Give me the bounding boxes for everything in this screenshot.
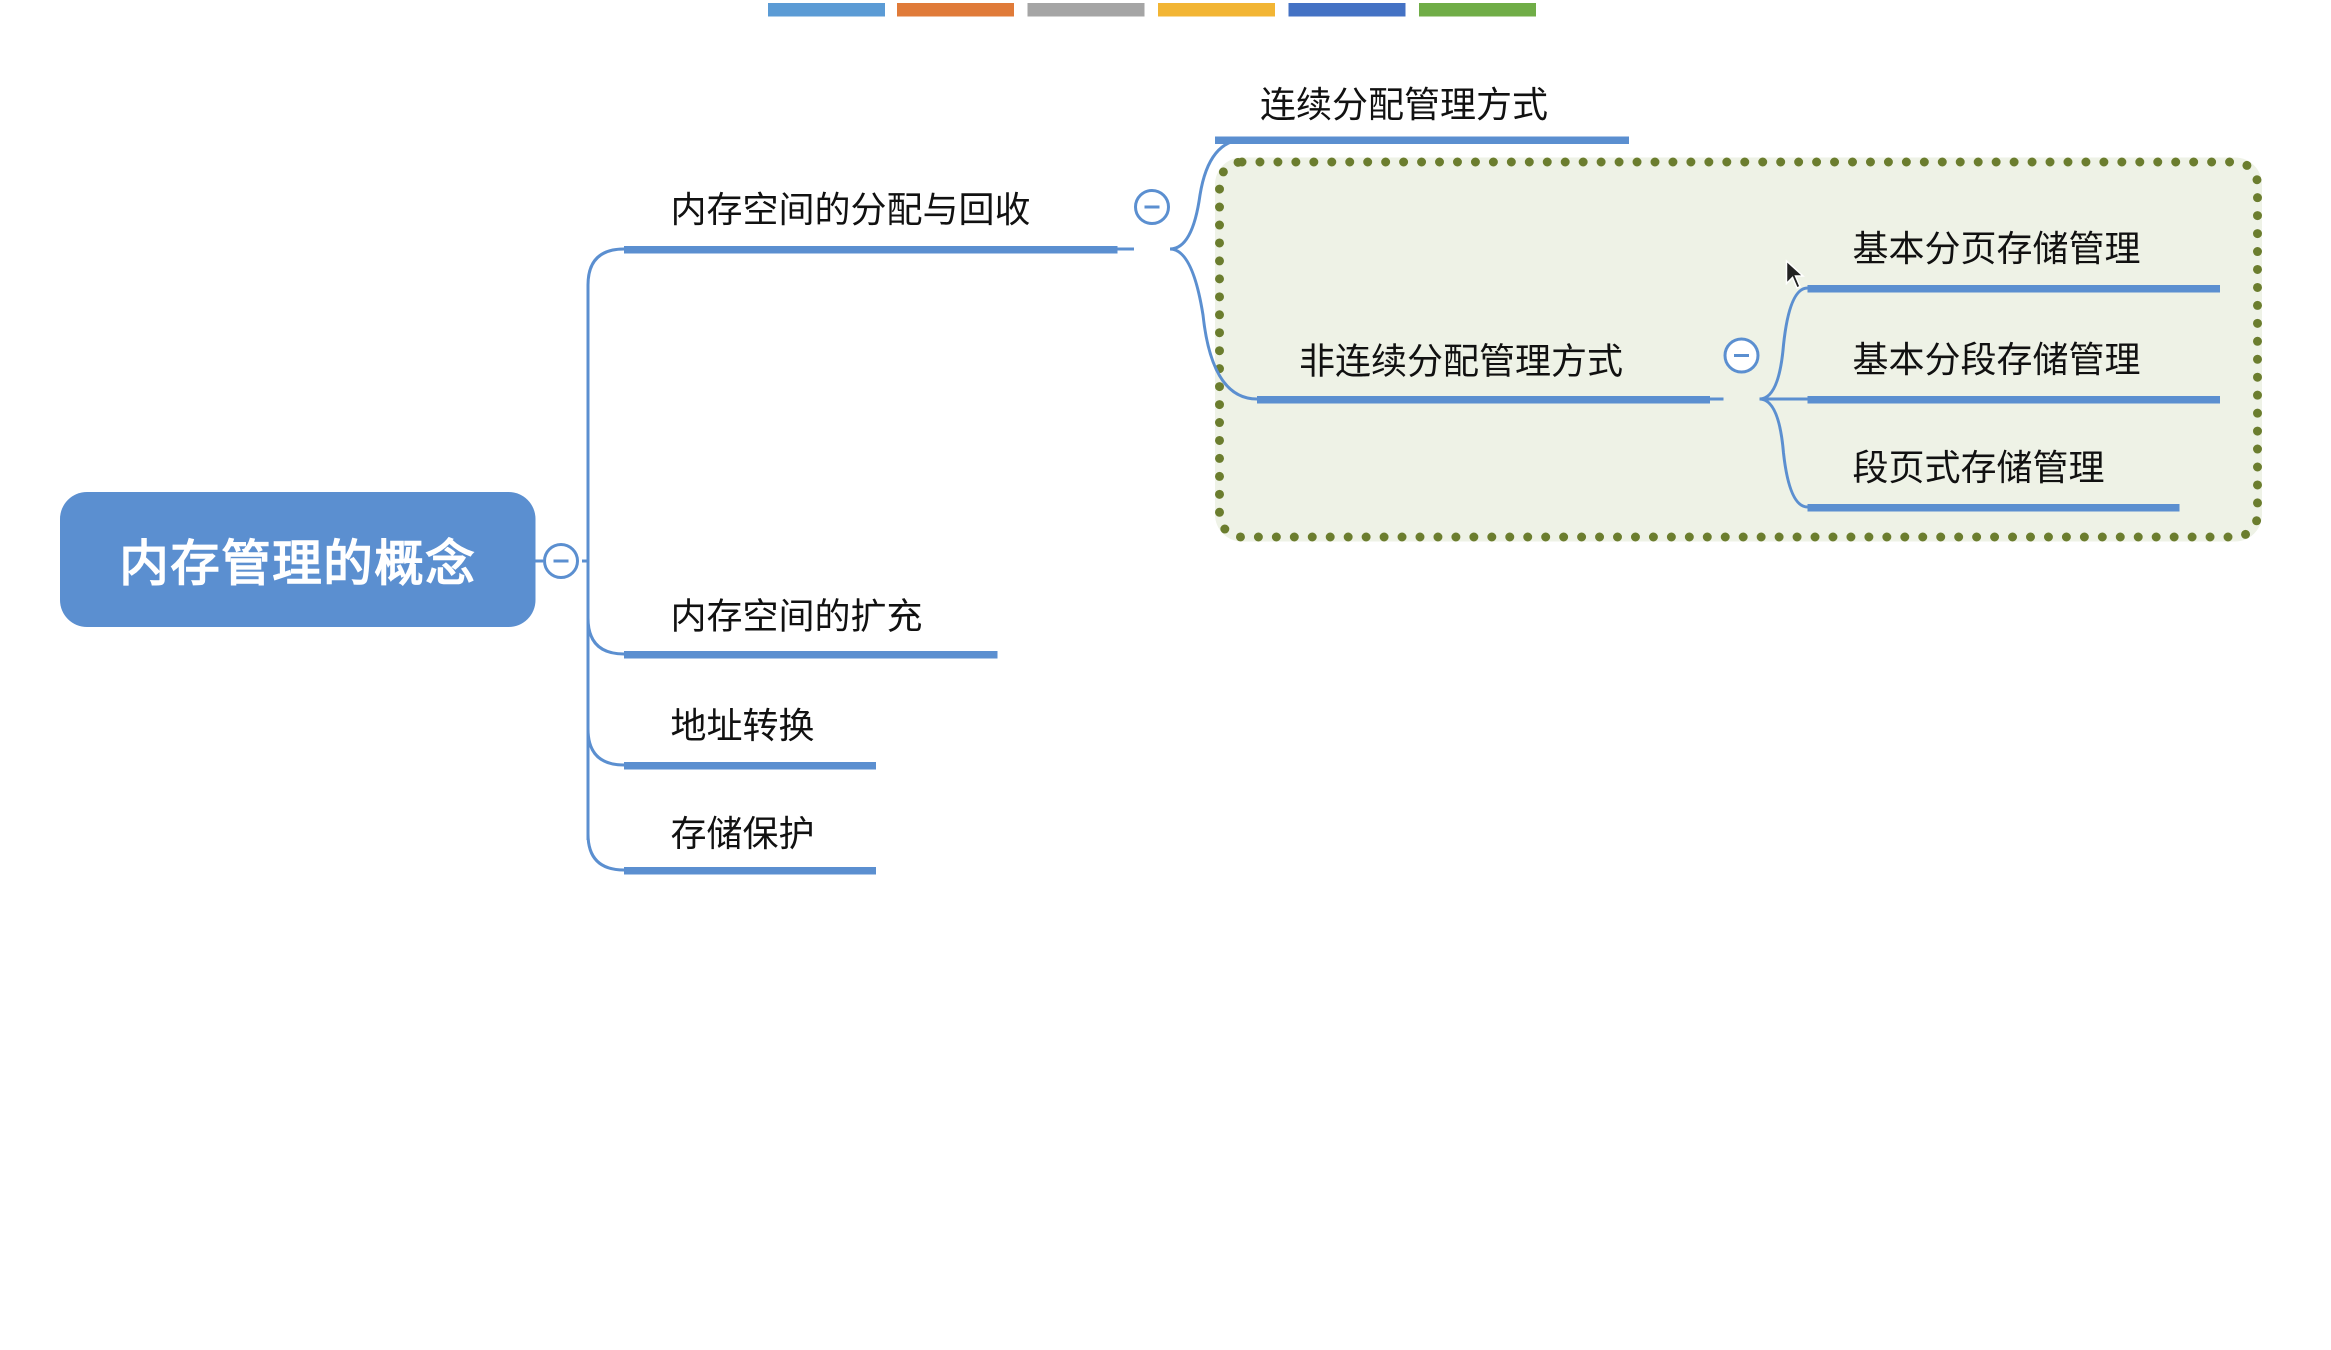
topic-contiguous-underline: [1215, 136, 1629, 144]
topic-allocation-label[interactable]: 内存空间的分配与回收: [670, 189, 1031, 231]
root-node[interactable]: 内存管理的概念: [60, 492, 536, 627]
root-collapse-button[interactable]: [543, 543, 579, 579]
topic-segmentation-label[interactable]: 基本分段存储管理: [1852, 339, 2141, 381]
theme-swatch-4[interactable]: [1158, 3, 1275, 17]
topic-segmentation-underline: [1807, 396, 2220, 404]
topic-expansion-label[interactable]: 内存空间的扩充: [670, 595, 923, 638]
topic-segmented-paging-label[interactable]: 段页式存储管理: [1852, 447, 2105, 489]
theme-swatch-1[interactable]: [768, 3, 885, 17]
theme-swatch-5[interactable]: [1288, 3, 1406, 17]
theme-swatch-3[interactable]: [1027, 3, 1145, 17]
topic-address-translation-underline: [624, 762, 876, 770]
root-node-label: 内存管理的概念: [119, 534, 477, 593]
topic-contiguous-label[interactable]: 连续分配管理方式: [1260, 84, 1548, 126]
topic-storage-protection-label[interactable]: 存储保护: [670, 813, 815, 855]
topic-allocation-underline: [624, 246, 1118, 254]
mouse-pointer-icon: [1785, 259, 1805, 290]
topic-expansion-underline: [624, 651, 998, 659]
noncontiguous-collapse-button[interactable]: [1723, 337, 1760, 374]
theme-swatch-6[interactable]: [1419, 3, 1536, 17]
allocation-collapse-button[interactable]: [1134, 189, 1170, 225]
topic-noncontiguous-label[interactable]: 非连续分配管理方式: [1299, 340, 1623, 383]
topic-address-translation-label[interactable]: 地址转换: [670, 705, 815, 747]
topic-paging-label[interactable]: 基本分页存储管理: [1852, 228, 2141, 270]
topic-paging-underline: [1807, 285, 2220, 293]
topic-noncontiguous-underline: [1257, 396, 1710, 404]
theme-swatch-2[interactable]: [897, 3, 1014, 17]
topic-storage-protection-underline: [624, 867, 876, 875]
connector-lines: [535, 138, 1808, 872]
topic-segmented-paging-underline: [1807, 504, 2180, 512]
